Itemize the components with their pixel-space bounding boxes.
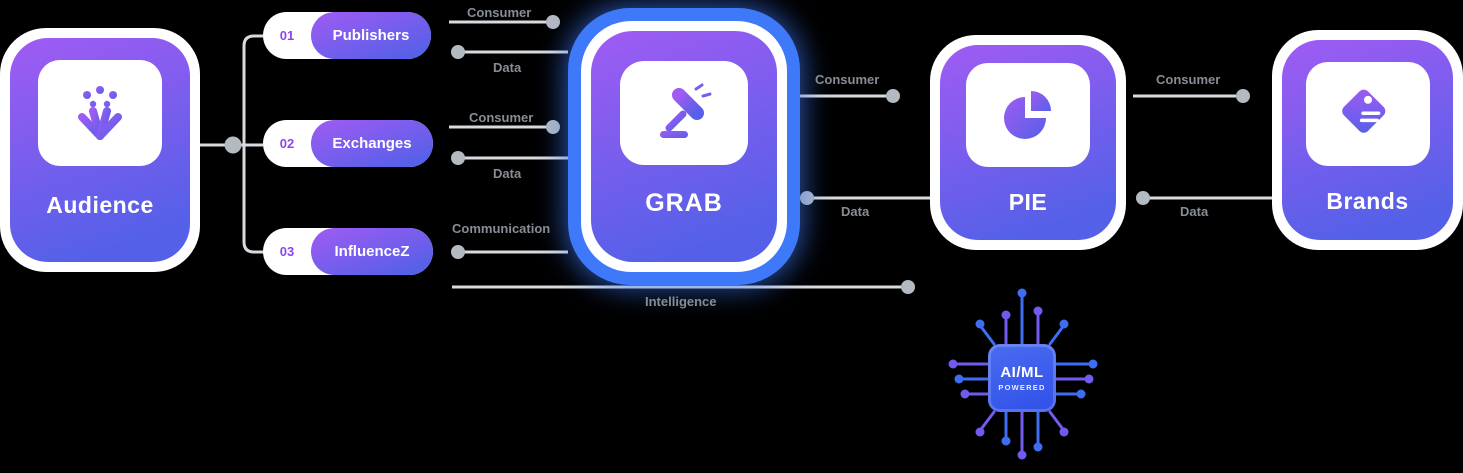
pill-publishers: 01 Publishers [263, 12, 431, 59]
link-label-intelligence: Intelligence [645, 294, 717, 309]
grab-node-card: GRAB [581, 21, 787, 272]
pill-publishers-label: Publishers [311, 12, 431, 59]
pill-exchanges-label: Exchanges [311, 120, 433, 167]
grab-node: GRAB [568, 8, 800, 285]
pill-influencez-label: InfluenceZ [311, 228, 433, 275]
link-label-consumer-1: Consumer [467, 5, 532, 20]
link-label-consumer-2: Consumer [469, 110, 534, 125]
pie-node-body: PIE [940, 45, 1116, 240]
pill-exchanges: 02 Exchanges [263, 120, 433, 167]
audience-node-body: Audience [10, 38, 190, 262]
pie-chart-icon [1004, 91, 1051, 139]
chip-subtitle: POWERED [998, 383, 1046, 392]
gavel-icon [660, 83, 712, 138]
audience-icon [78, 86, 122, 140]
chip-title: AI/ML [1000, 364, 1044, 381]
audience-node: Audience [0, 28, 200, 272]
grab-node-body: GRAB [591, 31, 777, 262]
link-label-grab-pie-consumer: Consumer [815, 72, 880, 87]
circuit-traces [956, 296, 1090, 452]
brands-label: Brands [1326, 188, 1409, 214]
ai-ml-chip-icon: AI/ML POWERED [988, 344, 1056, 412]
pie-chart-icon-tile [966, 63, 1090, 167]
audience-icon-tile [38, 60, 162, 166]
pie-label: PIE [1008, 189, 1048, 215]
link-label-pie-brands-data: Data [1180, 204, 1209, 219]
circuit-trace-dots [948, 288, 1098, 460]
link-label-data-2: Data [493, 166, 522, 181]
pill-publishers-number: 01 [279, 28, 295, 43]
pill-exchanges-number: 02 [279, 136, 295, 151]
tag-icon-tile [1305, 62, 1430, 166]
grab-label: GRAB [645, 189, 723, 217]
brands-node-body: Brands [1282, 40, 1453, 240]
pie-node: PIE [930, 35, 1126, 250]
tag-icon [1341, 89, 1385, 133]
brands-node: Brands [1272, 30, 1463, 250]
link-label-grab-pie-data: Data [841, 204, 870, 219]
pill-influencez: 03 InfluenceZ [263, 228, 433, 275]
pill-influencez-number: 03 [279, 244, 295, 259]
link-label-pie-brands-consumer: Consumer [1156, 72, 1221, 87]
link-label-data-1: Data [493, 60, 522, 75]
gavel-icon-tile [620, 61, 748, 165]
audience-label: Audience [46, 192, 154, 218]
link-label-communication: Communication [452, 221, 551, 236]
